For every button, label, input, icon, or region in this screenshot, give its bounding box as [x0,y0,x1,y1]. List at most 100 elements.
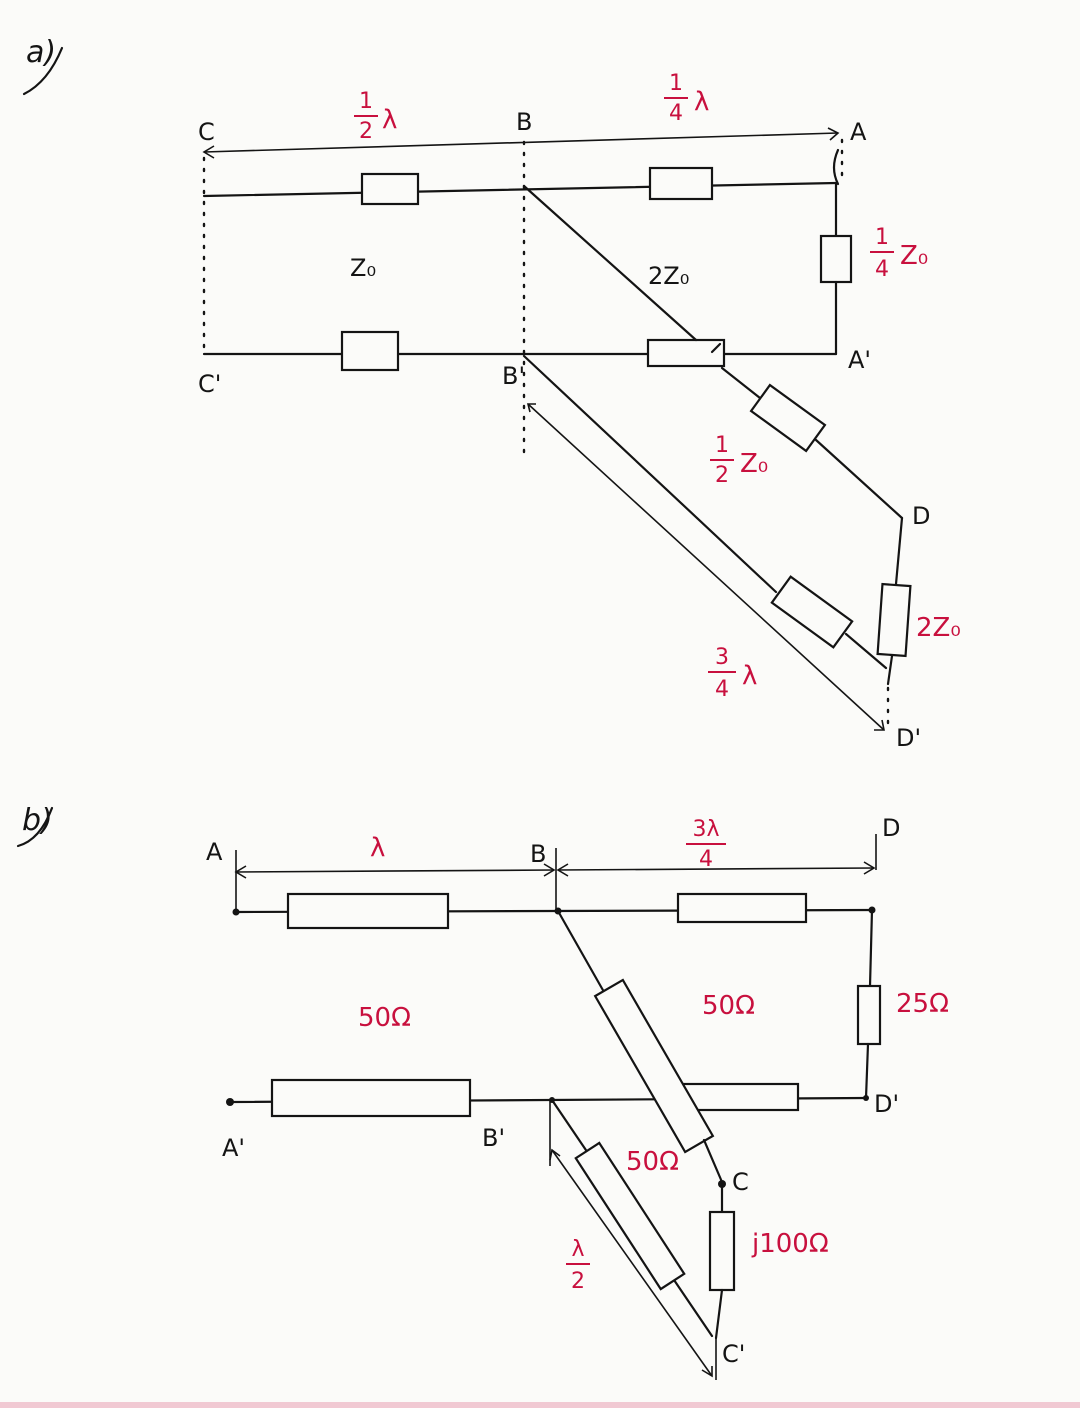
node-b-d-prime: D' [874,1090,899,1118]
branch-box-bc-prime [574,1141,686,1291]
part-b-label-curve [16,806,54,848]
arrowhead-bc-top [549,1148,561,1161]
load-aa-den: 4 [875,257,889,282]
wire-d-load-bottom [864,1042,870,1100]
length-arrow-ca [203,132,839,153]
length-bd-den: 4 [715,677,729,702]
paper-edge [0,1402,1080,1408]
load-label-dd-b: 25Ω [896,989,949,1019]
impedance-box-bd-top [676,892,808,924]
stub-box-bd-lower [770,575,854,649]
load-box-dd [876,582,912,658]
impedance-box-cb-bottom [340,330,400,372]
load-box-aa [819,234,853,284]
length-cb-num: 1 [359,89,373,114]
arrowhead-ab-left [234,865,247,879]
length-arrow-bd [527,403,885,731]
length-label-bd: 3 4 λ [708,645,757,702]
wire-c-load-bottom [714,1288,724,1340]
impedance-label-bd: 50Ω [702,991,755,1021]
stub-bd-lower-a [522,354,778,594]
node-c: C [198,118,215,146]
length-arrow-ab [235,869,555,873]
part-b-diagram: b) [16,803,949,1380]
arrowhead-bd-right [863,861,876,875]
plane-a-bracket [832,148,840,186]
impedance-label-cb: Z₀ [350,254,376,282]
length-bd-num: 3 [715,645,729,670]
length-label-cb: 1 2 λ [354,89,397,144]
length-bd-b-den: 4 [699,847,713,872]
length-bc-num: λ [571,1237,584,1262]
node-b-a: A [206,838,223,866]
impedance-box-ab-bottom [270,1078,472,1118]
part-a-label-curve [22,46,64,96]
load-label-cc: j100Ω [751,1229,829,1259]
part-a-label: a) [26,35,56,70]
arrowhead-bd-left [556,863,569,877]
length-ba-unit: λ [694,87,709,117]
node-b-c-prime: C' [722,1340,745,1368]
length-cb-den: 2 [359,119,373,144]
impedance-box-bd-bottom [678,1082,800,1112]
wire-d-load-bottom [886,654,894,686]
stub-bd-upper-b [814,438,904,520]
node-dot-a [232,908,240,916]
node-d-prime: D' [896,724,921,752]
node-b-b-prime: B' [482,1124,505,1152]
length-bc-den: 2 [571,1269,585,1294]
length-cb-unit: λ [382,105,397,135]
impedance-bd-den: 2 [715,463,729,488]
arrowhead-b-prime [526,403,536,413]
load-label-dd: 2Z₀ [916,613,961,643]
stub-bd-lower-b [844,632,888,670]
stub-box-bd-upper [749,383,827,453]
node-b-c: C [732,1168,749,1196]
load-box-dd [856,984,882,1046]
node-a-prime: A' [848,346,871,374]
arrowhead-bc-bottom [701,1366,713,1378]
impedance-box-cb-top [360,172,420,206]
length-ba-num: 1 [669,71,683,96]
node-b: B [516,108,532,136]
stub-bd-upper-a [720,366,762,400]
node-a: A [850,118,867,146]
node-b-d: D [882,814,900,842]
impedance-bd-num: 1 [715,433,729,458]
node-dot-a-prime [226,1098,234,1106]
length-label-ab: λ [370,833,385,863]
wire-d-load-top [868,908,874,988]
node-c-prime: C' [198,370,221,398]
length-arrow-bd [557,867,875,871]
branch-bc-b [702,1138,724,1184]
impedance-box-ba-top [648,166,714,201]
impedance-bd-unit: Z₀ [740,449,768,479]
part-a-diagram: a) [22,35,961,752]
branch-tick [710,342,722,354]
length-label-bd-b: 3λ 4 [686,817,726,872]
length-bd-b-num: 3λ [692,817,719,842]
branch-bc-a [556,909,606,994]
arrowhead-d-prime [874,719,885,731]
arrowhead-c [202,145,215,159]
load-box-cc [708,1210,736,1292]
length-bd-unit: λ [742,661,757,691]
wire-d-load-top [894,516,904,586]
load-aa-num: 1 [875,225,889,250]
impedance-box-ab-top [286,892,450,930]
length-label-ba: 1 4 λ [664,71,709,126]
length-arrow-bc [551,1149,713,1377]
branch-box-bc [593,978,715,1154]
arrowhead-ab-right [543,863,556,877]
length-label-bc: λ 2 [566,1237,590,1294]
impedance-label-ba: 2Z₀ [648,262,689,290]
line-cba-top [202,181,838,198]
node-b-a-prime: A' [222,1134,245,1162]
arrowhead-a [827,127,840,141]
impedance-label-ab: 50Ω [358,1003,411,1033]
node-b-prime: B' [502,362,525,390]
impedance-box-ba-bottom [646,338,726,368]
length-ba-den: 4 [669,101,683,126]
impedance-label-bc: 50Ω [626,1147,679,1177]
